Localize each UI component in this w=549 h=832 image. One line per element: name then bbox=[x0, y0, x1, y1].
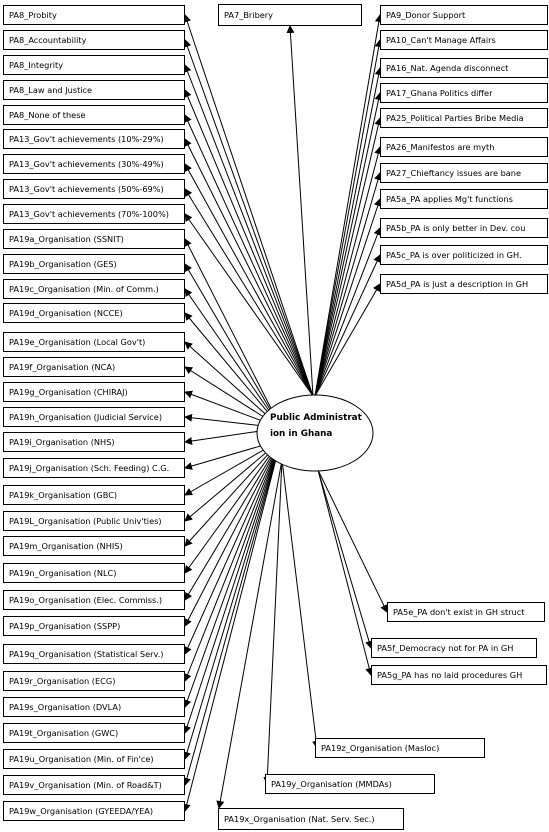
node-n22[interactable]: PA19m_Organisation (NHIS) bbox=[3, 536, 185, 556]
arrow-to-n7 bbox=[184, 163, 314, 397]
node-n3[interactable]: PA8_Integrity bbox=[3, 55, 185, 75]
arrow-to-n3 bbox=[183, 64, 314, 397]
node-n29[interactable]: PA19t_Organisation (GWC) bbox=[3, 723, 185, 743]
arrow-to-n5 bbox=[184, 114, 314, 397]
arrow-to-n30 bbox=[183, 439, 282, 760]
node-n34[interactable]: PA9_Donor Support bbox=[380, 5, 548, 25]
arrow-to-n21 bbox=[184, 439, 282, 522]
node-n25[interactable]: PA19p_Organisation (SSPP) bbox=[3, 616, 185, 636]
node-n36[interactable]: PA16_Nat. Agenda disconnect bbox=[380, 58, 548, 78]
node-n2[interactable]: PA8_Accountability bbox=[3, 30, 185, 50]
arrow-to-n31 bbox=[183, 439, 282, 786]
node-n41[interactable]: PA5a_PA applies Mg't functions bbox=[380, 189, 548, 209]
node-n10[interactable]: PA19a_Organisation (SSNIT) bbox=[3, 229, 185, 249]
arrow-to-n34 bbox=[314, 14, 383, 397]
arrow-to-n2 bbox=[183, 39, 314, 397]
node-n50[interactable]: PA19x_Organisation (Nat. Serv. Sec.) bbox=[218, 808, 404, 830]
node-n4[interactable]: PA8_Law and Justice bbox=[3, 80, 185, 100]
arrow-to-n27 bbox=[183, 439, 282, 682]
node-n18[interactable]: PA19i_Organisation (NHS) bbox=[3, 432, 185, 452]
node-n13[interactable]: PA19d_Organisation (NCCE) bbox=[3, 303, 185, 323]
node-n26[interactable]: PA19q_Organisation (Statistical Serv.) bbox=[3, 644, 185, 664]
node-n48[interactable]: PA19z_Organisation (Masloc) bbox=[315, 738, 485, 758]
node-n49[interactable]: PA19y_Organisation (MMDAs) bbox=[265, 774, 435, 794]
node-n45[interactable]: PA5e_PA don't exist in GH struct bbox=[387, 602, 545, 622]
arrow-to-n10 bbox=[184, 238, 282, 429]
node-n24[interactable]: PA19o_Organisation (Elec. Commiss.) bbox=[3, 590, 185, 610]
arrow-to-n32 bbox=[182, 439, 282, 812]
node-n23[interactable]: PA19n_Organisation (NLC) bbox=[3, 563, 185, 583]
arrow-to-n26 bbox=[184, 439, 282, 655]
arrow-to-n49 bbox=[263, 459, 283, 785]
node-n9[interactable]: PA13_Gov't achievements (70%-100%) bbox=[3, 204, 185, 224]
node-n31[interactable]: PA19v_Organisation (Min. of Road&T) bbox=[3, 775, 185, 795]
node-n12[interactable]: PA19c_Organisation (Min. of Comm.) bbox=[3, 279, 185, 299]
node-n11[interactable]: PA19b_Organisation (GES) bbox=[3, 254, 185, 274]
arrow-to-n13 bbox=[184, 312, 282, 429]
node-n17[interactable]: PA19h_Organisation (Judicial Service) bbox=[3, 407, 185, 427]
node-n46[interactable]: PA5f_Democracy not for PA in GH bbox=[371, 638, 537, 658]
node-n27[interactable]: PA19r_Organisation (ECG) bbox=[3, 671, 185, 691]
arrow-to-n50 bbox=[216, 459, 283, 809]
arrow-to-n37 bbox=[314, 92, 383, 397]
node-n15[interactable]: PA19f_Organisation (NCA) bbox=[3, 357, 185, 377]
arrow-to-n4 bbox=[184, 89, 314, 397]
node-n39[interactable]: PA26_Manifestos are myth bbox=[380, 137, 548, 157]
arrow-to-n23 bbox=[184, 439, 282, 574]
arrow-to-n28 bbox=[183, 439, 282, 708]
arrow-to-n8 bbox=[184, 188, 314, 397]
node-n20[interactable]: PA19k_Organisation (GBC) bbox=[3, 485, 185, 505]
arrow-to-n46 bbox=[317, 469, 373, 649]
center-ellipse[interactable] bbox=[256, 394, 374, 472]
arrow-to-n36 bbox=[314, 67, 383, 397]
node-n28[interactable]: PA19s_Organisation (DVLA) bbox=[3, 697, 185, 717]
node-n43[interactable]: PA5c_PA is over politicized in GH. bbox=[380, 245, 548, 265]
arrow-to-n44 bbox=[314, 283, 381, 397]
node-n47[interactable]: PA5g_PA has no laid procedures GH bbox=[371, 665, 547, 685]
node-n38[interactable]: PA25_Political Parties Bribe Media bbox=[380, 108, 548, 128]
arrow-to-n38 bbox=[314, 117, 383, 397]
node-n42[interactable]: PA5b_PA is only better in Dev. cou bbox=[380, 218, 548, 238]
arrow-to-n29 bbox=[183, 439, 282, 734]
arrow-to-n33 bbox=[286, 25, 314, 397]
node-n5[interactable]: PA8_None of these bbox=[3, 105, 185, 125]
node-n19[interactable]: PA19j_Organisation (Sch. Feeding) C.G. bbox=[3, 458, 185, 478]
node-n16[interactable]: PA19g_Organisation (CHIRAJ) bbox=[3, 382, 185, 402]
arrow-to-n35 bbox=[314, 39, 383, 397]
arrow-to-n39 bbox=[314, 146, 383, 397]
node-n35[interactable]: PA10_Can't Manage Affairs bbox=[380, 30, 548, 50]
node-n8[interactable]: PA13_Gov't achievements (50%-69%) bbox=[3, 179, 185, 199]
arrow-to-n41 bbox=[314, 198, 382, 397]
node-n21[interactable]: PA19L_Organisation (Public Univ'ties) bbox=[3, 511, 185, 531]
arrow-to-n47 bbox=[317, 469, 374, 676]
connector-lines bbox=[182, 14, 388, 812]
node-n44[interactable]: PA5d_PA is just a description in GH bbox=[380, 274, 548, 294]
arrow-to-n48 bbox=[281, 459, 321, 749]
arrow-to-n25 bbox=[184, 439, 282, 627]
node-n37[interactable]: PA17_Ghana Politics differ bbox=[380, 83, 548, 103]
arrow-to-n24 bbox=[184, 439, 282, 601]
node-n1[interactable]: PA8_Probity bbox=[3, 5, 185, 25]
arrow-to-n45 bbox=[317, 469, 388, 613]
arrow-to-n11 bbox=[184, 263, 282, 429]
arrow-to-n42 bbox=[314, 227, 382, 397]
arrow-to-n6 bbox=[184, 138, 314, 397]
node-n6[interactable]: PA13_Gov't achievements (10%-29%) bbox=[3, 129, 185, 149]
node-n33[interactable]: PA7_Bribery bbox=[218, 4, 362, 26]
arrow-to-n40 bbox=[314, 172, 382, 397]
node-n32[interactable]: PA19w_Organisation (GYEEDA/YEA) bbox=[3, 801, 185, 821]
arrow-to-n9 bbox=[184, 213, 314, 397]
center-label: Public Administration in Ghana bbox=[270, 413, 362, 439]
arrow-to-n22 bbox=[184, 439, 282, 547]
node-n14[interactable]: PA19e_Organisation (Local Gov't) bbox=[3, 332, 185, 352]
node-n30[interactable]: PA19u_Organisation (Min. of Fin'ce) bbox=[3, 749, 185, 769]
arrow-to-n43 bbox=[314, 254, 381, 397]
arrow-to-n12 bbox=[184, 288, 282, 429]
node-n7[interactable]: PA13_Gov't achievements (30%-49%) bbox=[3, 154, 185, 174]
node-n40[interactable]: PA27_Chieftancy issues are bane bbox=[380, 163, 548, 183]
arrow-to-n1 bbox=[183, 14, 314, 397]
